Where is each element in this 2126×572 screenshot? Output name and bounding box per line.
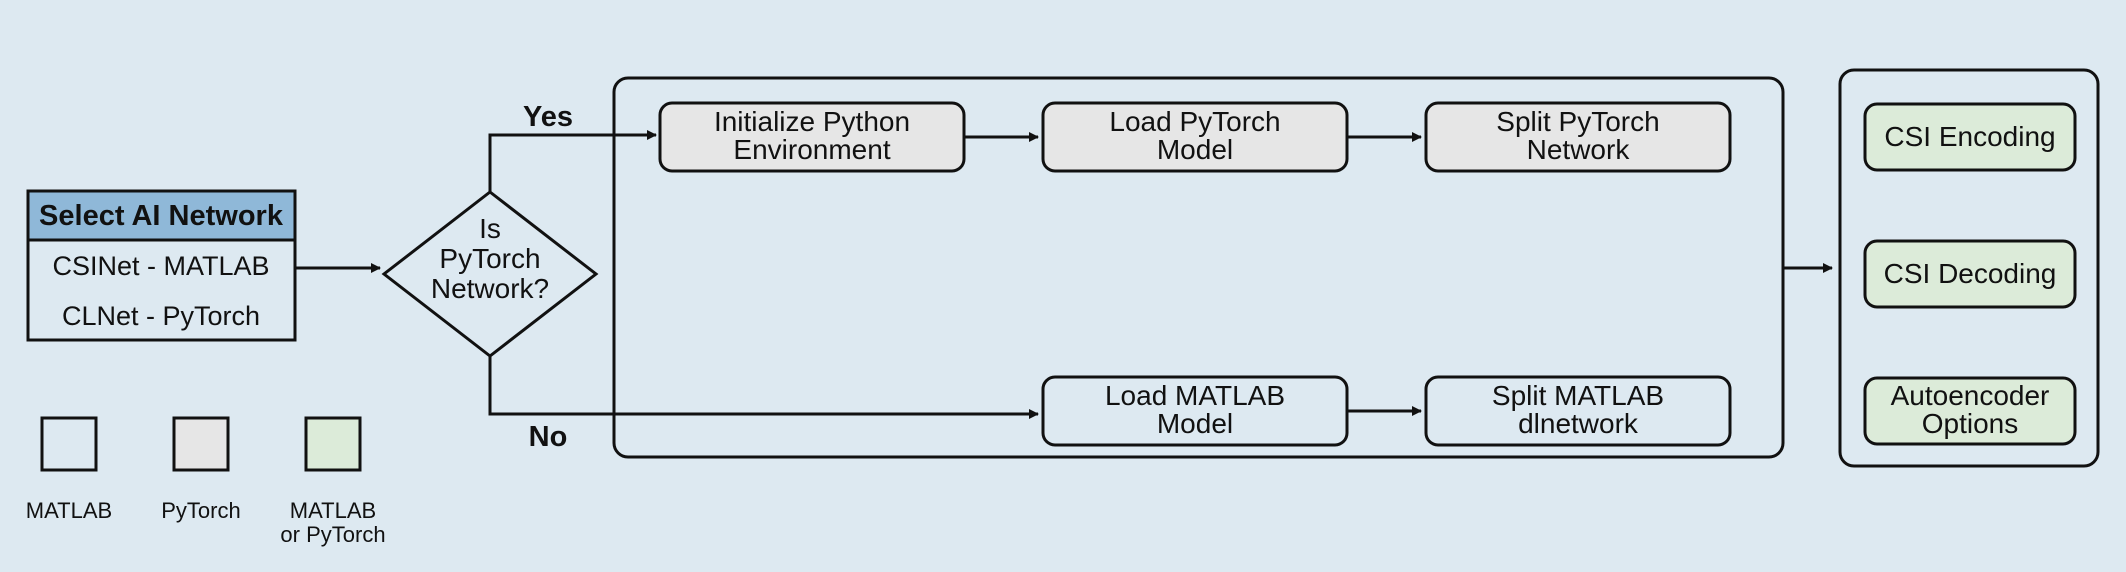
ai-network-selector: Select AI Network CSINet - MATLAB CLNet …: [26, 189, 297, 342]
selector-header-bg: [26, 189, 297, 242]
node-load-pytorch-model-line-2: Model: [1157, 134, 1233, 165]
legend-label-either-line-2: or PyTorch: [280, 522, 385, 547]
node-split-pytorch-network-line-2: Network: [1527, 134, 1631, 165]
selector-options-bg: [26, 238, 297, 342]
node-load-matlab-model-line-1: Load MATLAB: [1105, 380, 1285, 411]
legend-swatch-matlab: [40, 416, 98, 472]
legend-label-matlab: MATLAB: [26, 498, 112, 523]
outputs-container: [1838, 68, 2100, 468]
node-load-pytorch-model-line-1: Load PyTorch: [1109, 106, 1280, 137]
node-split-pytorch-network[interactable]: [1424, 101, 1732, 173]
decision-line-2: PyTorch: [439, 243, 540, 274]
yes-label: Yes: [523, 101, 573, 133]
output-csi-encoding[interactable]: [1863, 102, 2077, 172]
decision-diamond: Is PyTorch Network?: [381, 190, 599, 358]
node-split-matlab-dlnetwork-line-1: Split MATLAB: [1492, 380, 1664, 411]
arrow-yes-branch: [488, 130, 657, 192]
outputs: CSI Encoding CSI Decoding Autoencoder Op…: [1863, 102, 2077, 446]
arrow-no-branch: [488, 356, 1039, 419]
selector-header: Select AI Network: [39, 200, 284, 232]
output-csi-decoding-label: CSI Decoding: [1884, 258, 2057, 289]
output-autoencoder-options[interactable]: [1863, 376, 2077, 446]
selector-option-csinet[interactable]: CSINet - MATLAB: [52, 251, 269, 281]
legend: MATLAB PyTorch MATLAB or PyTorch: [26, 416, 386, 547]
node-init-python-env-line-1: Initialize Python: [714, 106, 910, 137]
node-split-matlab-dlnetwork-line-2: dlnetwork: [1518, 408, 1639, 439]
output-autoencoder-options-line-1: Autoencoder: [1891, 380, 2050, 411]
no-label: No: [529, 421, 568, 453]
decision-line-1: Is: [479, 213, 501, 244]
node-init-python-env-line-2: Environment: [733, 134, 890, 165]
pytorch-path: Initialize Python Environment Load PyTor…: [658, 101, 1732, 173]
legend-swatch-pytorch: [172, 416, 230, 472]
matlab-path: Load MATLAB Model Split MATLAB dlnetwork: [1041, 375, 1732, 447]
legend-swatch-either: [304, 416, 362, 472]
legend-label-either-line-1: MATLAB: [290, 498, 376, 523]
output-autoencoder-options-line-2: Options: [1922, 408, 2019, 439]
node-split-matlab-dlnetwork[interactable]: [1424, 375, 1732, 447]
decision-line-3: Network?: [431, 273, 549, 304]
selector-option-clnet[interactable]: CLNet - PyTorch: [62, 301, 260, 331]
output-csi-decoding[interactable]: [1863, 239, 2077, 309]
node-load-matlab-model-line-2: Model: [1157, 408, 1233, 439]
legend-label-pytorch: PyTorch: [161, 498, 240, 523]
node-split-pytorch-network-line-1: Split PyTorch: [1496, 106, 1659, 137]
output-csi-encoding-label: CSI Encoding: [1884, 121, 2055, 152]
